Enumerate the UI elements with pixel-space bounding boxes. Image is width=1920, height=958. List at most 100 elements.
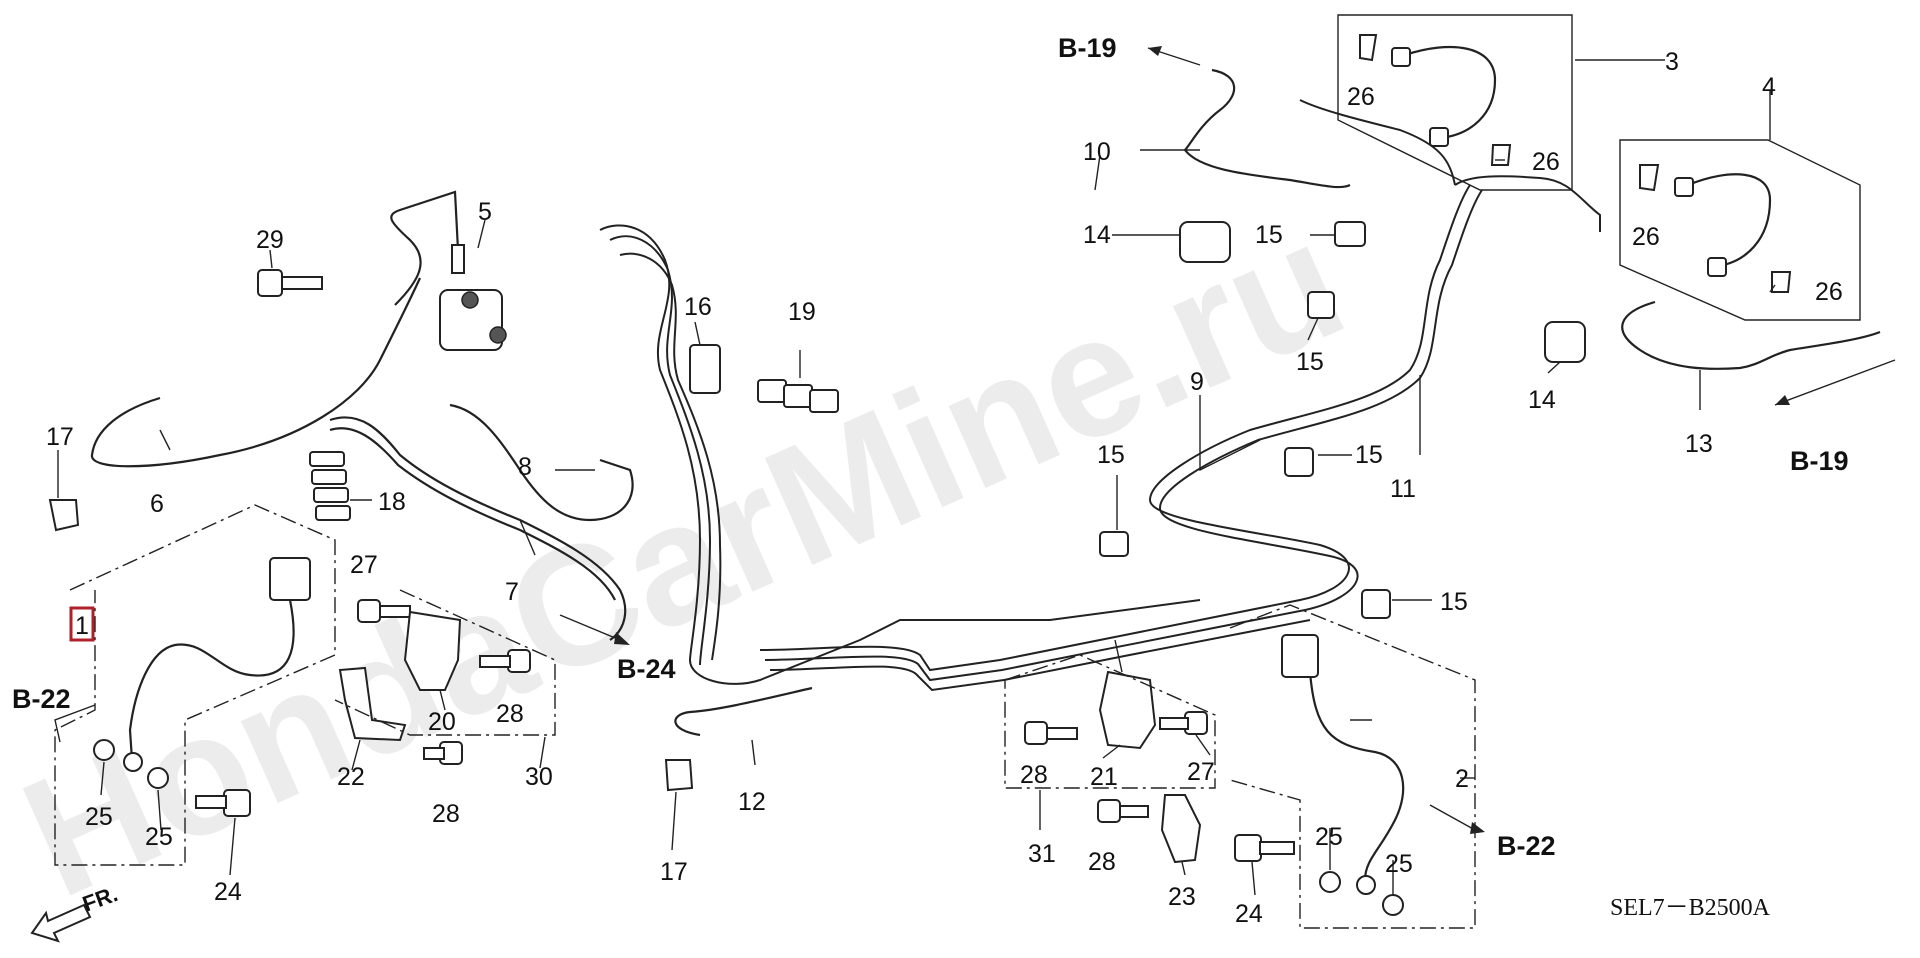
pipe-9b: [764, 189, 1483, 682]
label-10: 10: [1083, 138, 1111, 166]
hose-2: [1308, 671, 1405, 881]
label-7: 7: [505, 578, 519, 606]
pipe-7: [329, 416, 627, 641]
pipe-11: [1299, 99, 1456, 186]
frame-group-2: [1229, 604, 1476, 929]
pipe-12: [674, 686, 813, 737]
ref-b19-top: B-19: [1058, 33, 1117, 63]
label-6: 6: [150, 490, 164, 518]
bolt-28c: [1024, 721, 1078, 745]
hose-3-end-a: [1391, 47, 1411, 67]
label-28-b: 28: [432, 800, 460, 828]
pipe-bundle-c: [619, 252, 722, 661]
fitting-5: [451, 244, 465, 274]
label-24-right: 24: [1235, 900, 1263, 928]
bracket-22: [338, 666, 407, 742]
label-26-b: 26: [1532, 148, 1560, 176]
clip-26d: [1771, 271, 1792, 293]
washer-25b: [147, 767, 169, 789]
label-25-c: 25: [1315, 823, 1343, 851]
clip-15c: [1284, 447, 1314, 477]
label-25-d: 25: [1385, 850, 1413, 878]
label-15-d: 15: [1097, 441, 1125, 469]
label-4: 4: [1762, 73, 1776, 101]
banjo-1: [123, 752, 143, 772]
clip-26b: [1490, 144, 1512, 166]
clamp-16: [689, 344, 721, 394]
bracket-20: [403, 610, 462, 691]
label-3: 3: [1665, 48, 1679, 76]
label-2: 2: [1455, 765, 1469, 793]
label-15-c: 15: [1355, 441, 1383, 469]
clip-17-left: [48, 499, 80, 532]
bracket-21: [1098, 670, 1157, 750]
pipe-7b: [329, 427, 616, 601]
label-19: 19: [788, 298, 816, 326]
hose-1: [128, 599, 295, 761]
hose-3-end-b: [1429, 127, 1449, 147]
label-14-right: 14: [1528, 386, 1556, 414]
pipe-8: [449, 403, 634, 522]
label-26-c: 26: [1632, 223, 1660, 251]
label-5: 5: [478, 198, 492, 226]
front-arrow-icon: [30, 903, 92, 943]
bolt-29-shank: [281, 276, 323, 290]
ref-b22-left: B-22: [12, 684, 71, 714]
highlight-box-1: [69, 606, 95, 642]
label-28-c: 28: [1020, 761, 1048, 789]
diagram-code: SEL7－B2500A: [1610, 895, 1771, 921]
valve-5: [439, 289, 503, 351]
frame-group-31: [1004, 654, 1216, 789]
label-15-b: 15: [1296, 348, 1324, 376]
valve-5-port: [461, 291, 479, 309]
clip-15a: [1334, 221, 1366, 247]
leader-lines: [57, 59, 1776, 896]
reference-labels: B-19 B-19 B-22 B-22 B-24: [12, 33, 1849, 861]
label-27-left: 27: [350, 551, 378, 579]
hose-4-end-b: [1707, 257, 1727, 277]
pipe-11b: [1454, 175, 1601, 232]
label-12: 12: [738, 788, 766, 816]
hose-1-bracket: [269, 557, 311, 601]
ref-b22-right: B-22: [1497, 831, 1556, 861]
bolt-24-left: [195, 789, 251, 817]
bolt-28b: [423, 741, 463, 765]
valve-5-port-b: [489, 326, 507, 344]
bolt-27-right: [1159, 711, 1208, 735]
label-24-left: 24: [214, 878, 242, 906]
pipe-6: [90, 277, 422, 468]
hose-4-end-a: [1674, 177, 1694, 197]
label-9: 9: [1190, 368, 1204, 396]
label-17-bottom: 17: [660, 858, 688, 886]
hose-2-bracket: [1281, 634, 1319, 678]
bolt-29-head: [257, 269, 283, 297]
label-28-d: 28: [1088, 848, 1116, 876]
label-1: 1: [75, 612, 89, 640]
label-15-e: 15: [1440, 588, 1468, 616]
washer-25a: [93, 739, 115, 761]
label-22: 22: [337, 763, 365, 791]
label-21: 21: [1090, 763, 1118, 791]
banjo-2: [1356, 875, 1376, 895]
label-25-b: 25: [145, 823, 173, 851]
pipe-13: [1621, 300, 1881, 370]
group-frames: [54, 14, 1861, 929]
bolt-28d: [1097, 799, 1149, 823]
frame-group-1: [54, 504, 336, 866]
ref-b19-right: B-19: [1790, 446, 1849, 476]
ref-b24: B-24: [617, 654, 676, 684]
hose-4: [1687, 173, 1772, 268]
clip-17-bottom: [664, 759, 694, 792]
frame-group-3: [1337, 14, 1573, 191]
pipe-bundle-a: [599, 224, 1201, 685]
washer-25c: [1319, 871, 1341, 893]
hose-3: [1404, 45, 1497, 140]
bracket-23: [1160, 794, 1202, 864]
label-15-a: 15: [1255, 221, 1283, 249]
frame-group-4: [1619, 139, 1861, 321]
label-27-right: 27: [1187, 758, 1215, 786]
label-23: 23: [1168, 883, 1196, 911]
label-25-a: 25: [85, 803, 113, 831]
bolt-28a: [479, 649, 531, 673]
